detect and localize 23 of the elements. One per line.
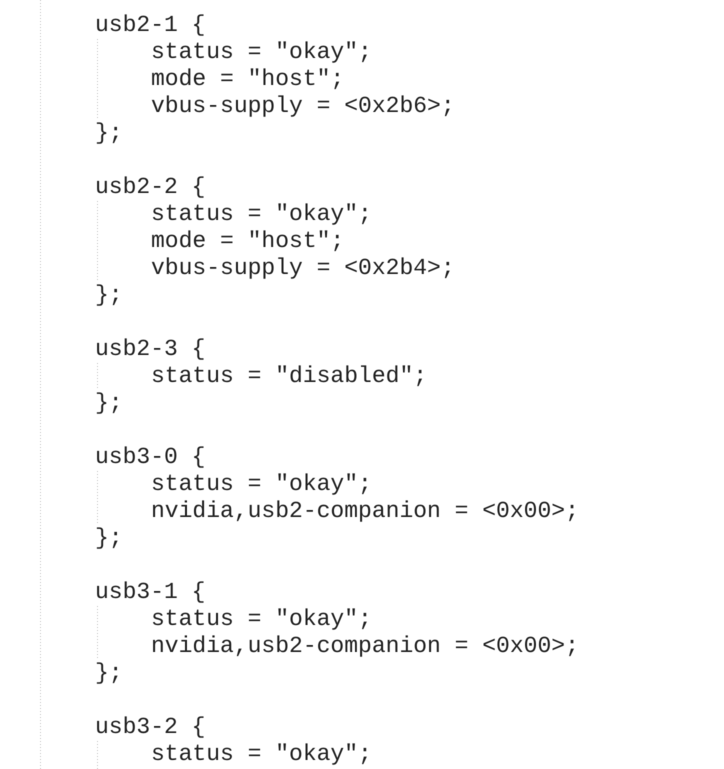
code-line: vbus-supply = <0x2b6>;	[151, 93, 455, 120]
code-line: mode = "host";	[151, 228, 344, 255]
code-line: };	[95, 120, 123, 147]
code-line: nvidia,usb2-companion = <0x00>;	[151, 633, 579, 660]
code-line: };	[95, 525, 123, 552]
code-line: usb3-2 {	[95, 714, 206, 741]
code-line: };	[95, 660, 123, 687]
code-line: status = "disabled";	[151, 363, 428, 390]
code-line: usb3-1 {	[95, 579, 206, 606]
code-line: usb3-0 {	[95, 444, 206, 471]
code-line: status = "okay";	[151, 471, 372, 498]
code-line: status = "okay";	[151, 39, 372, 66]
code-line: };	[95, 282, 123, 309]
code-line: status = "okay";	[151, 201, 372, 228]
code-line: vbus-supply = <0x2b4>;	[151, 255, 455, 282]
code-line: usb2-2 {	[95, 174, 206, 201]
code-line: status = "okay";	[151, 741, 372, 768]
code-line: usb2-3 {	[95, 336, 206, 363]
code-line: };	[95, 390, 123, 417]
code-line: status = "okay";	[151, 606, 372, 633]
code-line: usb2-1 {	[95, 12, 206, 39]
code-line: mode = "host";	[151, 66, 344, 93]
code-line: nvidia,usb2-companion = <0x00>;	[151, 498, 579, 525]
